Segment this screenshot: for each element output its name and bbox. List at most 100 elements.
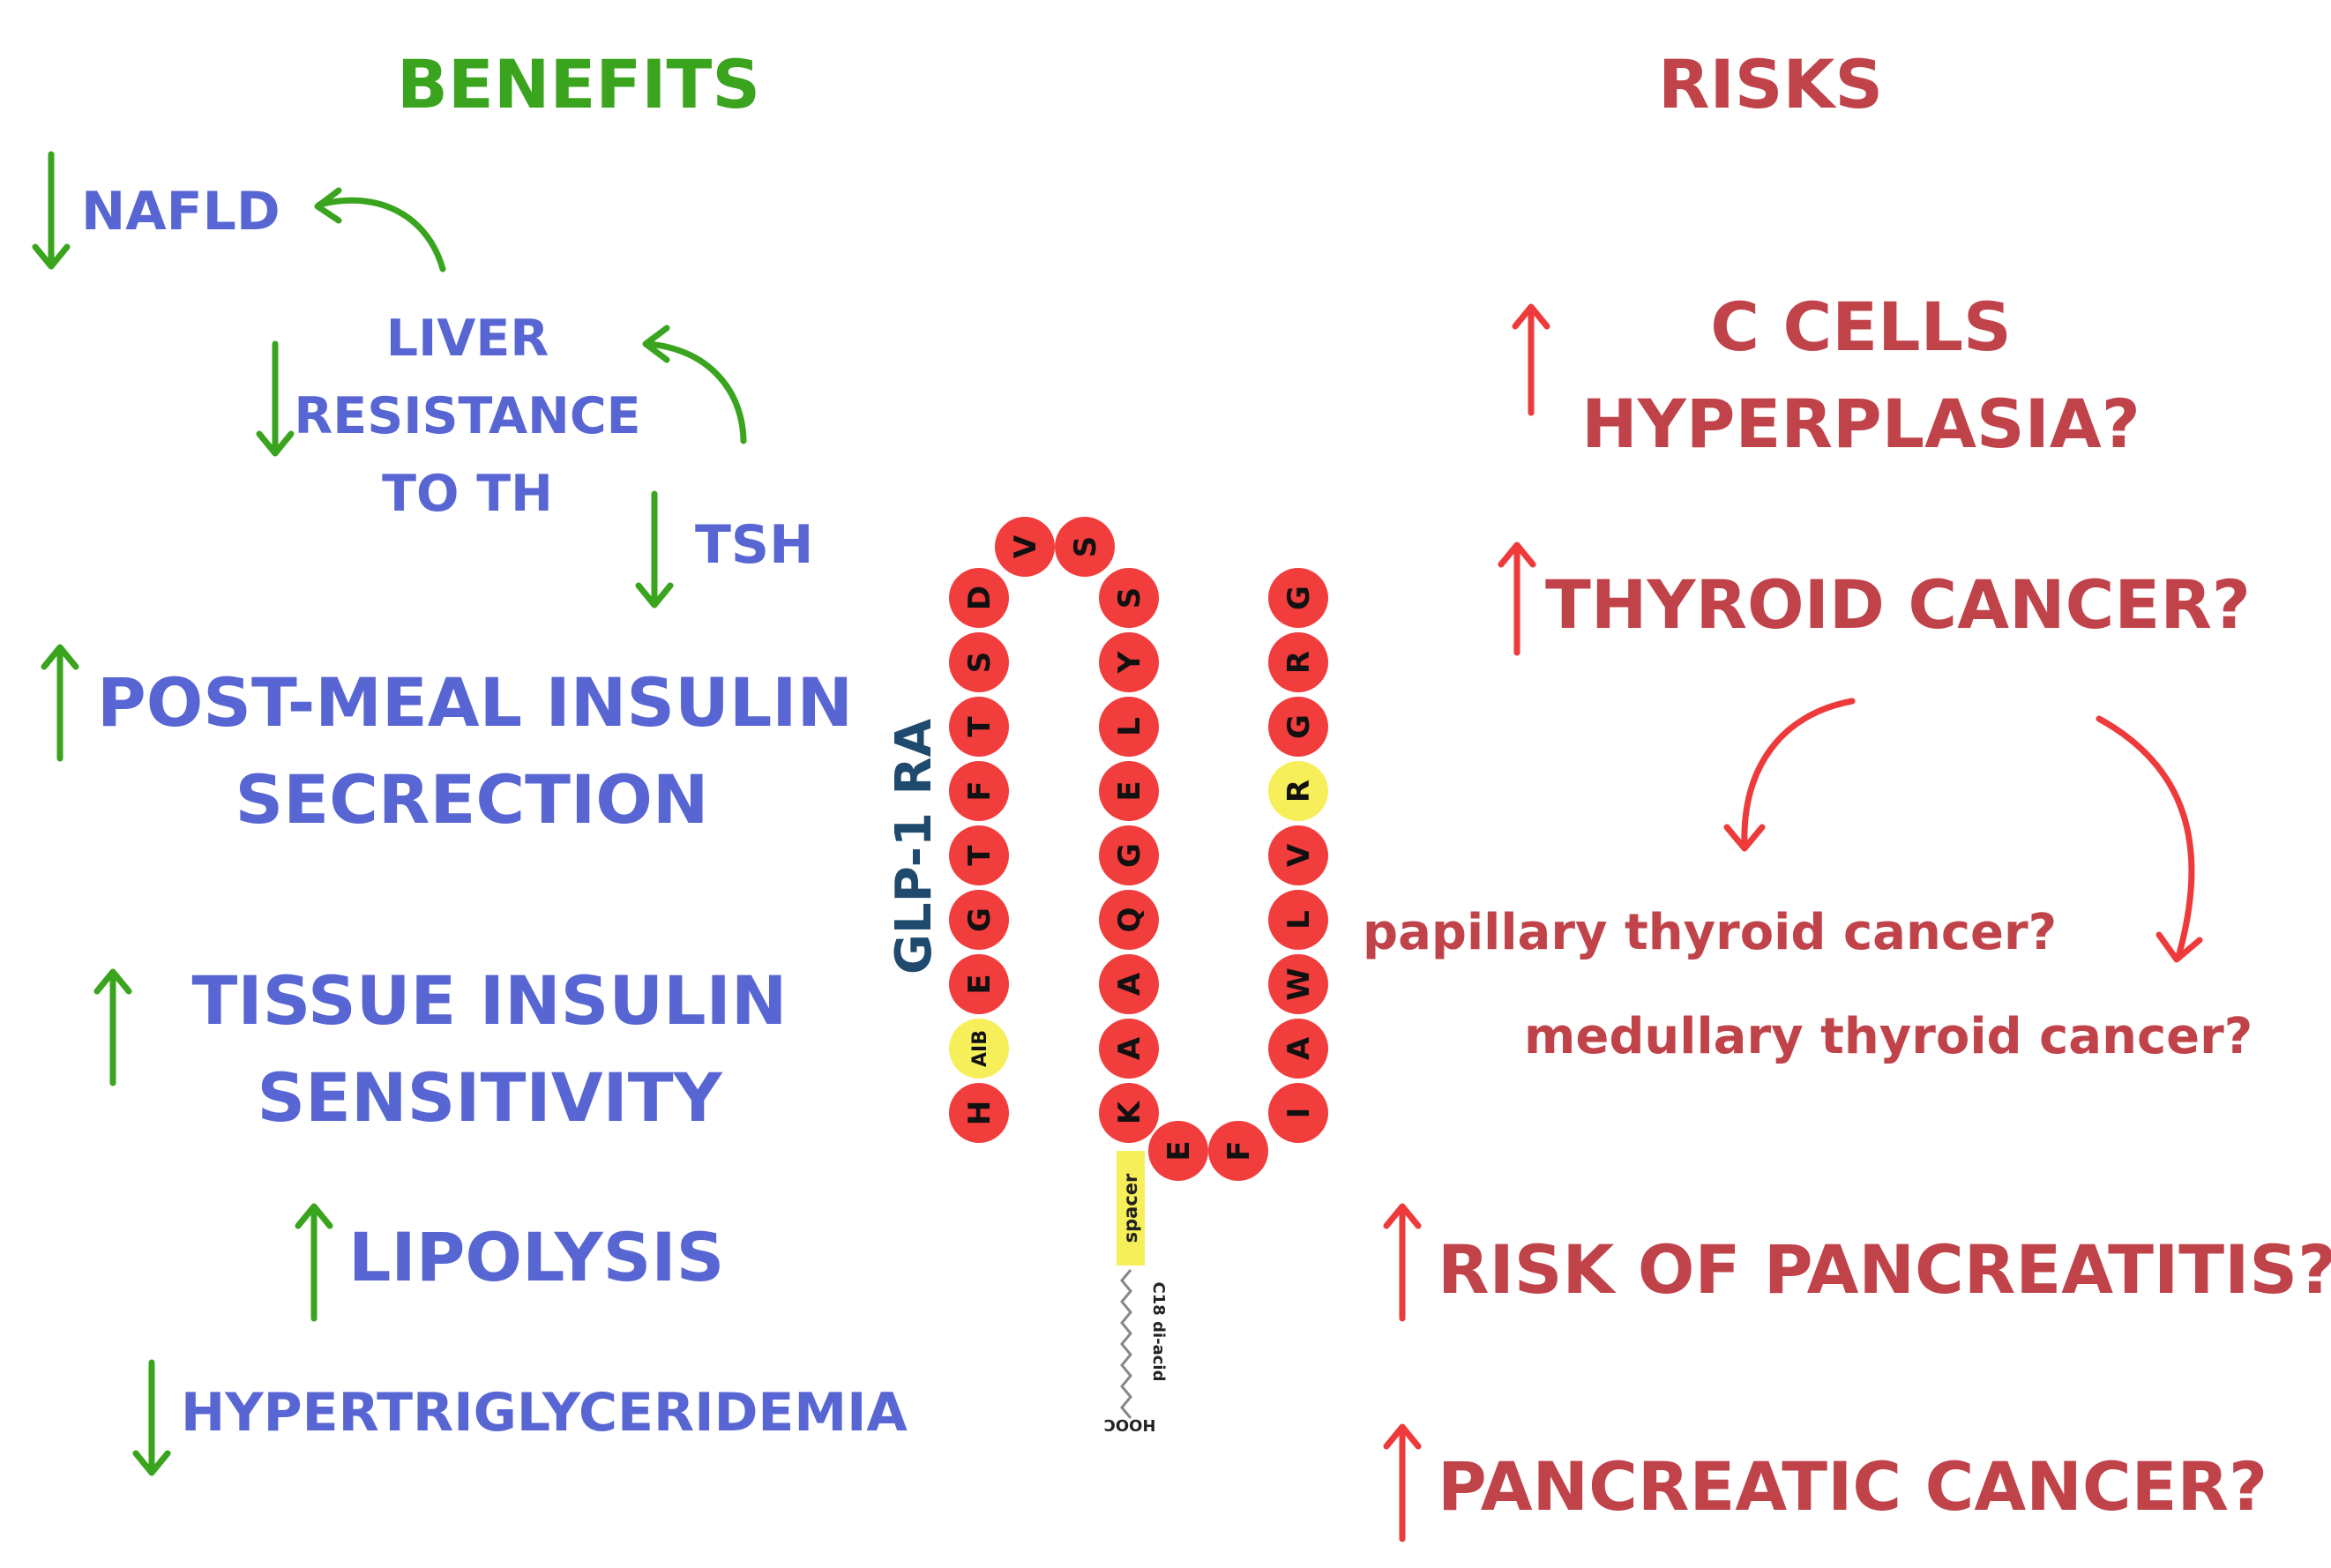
- residue-letter: L: [1112, 717, 1147, 736]
- residue-circle: [1055, 517, 1115, 577]
- residue-circle: [949, 1083, 1009, 1143]
- residue-col1-3: G: [949, 890, 1009, 950]
- residue-letter: G: [962, 907, 997, 932]
- residue-letter: V: [1008, 534, 1043, 558]
- curved-arrow-icon: [2096, 715, 2203, 963]
- residue-letter: W: [1281, 967, 1317, 1001]
- residue-col2-0: S: [1099, 568, 1159, 628]
- residue-col2-1: Y: [1099, 632, 1159, 692]
- residue-col2-4: G: [1099, 825, 1159, 885]
- nafld-label: NAFLD: [81, 181, 280, 243]
- residue-letter: V: [1281, 843, 1317, 867]
- residue-circle: [1099, 954, 1159, 1014]
- spacer-block: [1117, 1151, 1145, 1266]
- residue-circle: [1268, 568, 1328, 628]
- tsh-label: TSH: [695, 514, 814, 576]
- residue-letter: Q: [1112, 907, 1147, 933]
- lipolysis-label: LIPOLYSIS: [348, 1218, 725, 1296]
- residue-circle: [949, 568, 1009, 628]
- residue-letter: E: [962, 974, 997, 994]
- green-down-arrow-icon: [635, 490, 674, 609]
- medullary-label: medullary thyroid cancer?: [1524, 1008, 2253, 1065]
- spacer-group: spacer C18 di-acid HOOC: [1104, 1151, 1168, 1434]
- residue-letter: A: [1112, 1036, 1147, 1060]
- residue-letter: K: [1112, 1100, 1147, 1124]
- residue-col3-3: L: [1268, 890, 1328, 950]
- c-cells-line-2: HYPERPLASIA?: [1581, 385, 2140, 463]
- residue-circle: [1268, 954, 1328, 1014]
- curved-arrow-icon: [642, 325, 747, 444]
- residue-col1-7: S: [949, 632, 1009, 692]
- insulin-secretion-line-2: SECRECTION: [235, 760, 709, 839]
- liver-line-1: LIVER: [385, 310, 549, 368]
- liver-line-2: RESISTANCE: [294, 387, 641, 445]
- residue-col3-2: W: [1268, 954, 1328, 1014]
- thyroid-cancer-label: THYROID CANCER?: [1545, 565, 2251, 644]
- residue-col1-1: AIB: [949, 1019, 1009, 1079]
- residue-col1-2: E: [949, 954, 1009, 1014]
- residue-col2-6: A: [1099, 954, 1159, 1014]
- curved-arrow-icon: [314, 187, 446, 273]
- sensitivity-line-1: TISSUE INSULIN: [191, 961, 788, 1040]
- residue-col3-6: G: [1268, 697, 1328, 757]
- residue-col3-5: R: [1268, 761, 1328, 821]
- residue-letter: S: [962, 652, 997, 674]
- residue-letter: F: [1222, 1140, 1257, 1161]
- residue-circle: [1208, 1121, 1268, 1181]
- green-up-arrow-icon: [93, 968, 132, 1086]
- pancreatic-cancer-label: PANCREATIC CANCER?: [1438, 1447, 2268, 1526]
- red-up-arrow-icon: [1383, 1423, 1422, 1542]
- liver-resistance-label: LIVER RESISTANCE TO TH: [291, 300, 644, 533]
- residue-circle: [1099, 1019, 1159, 1079]
- tissue-sensitivity-label: TISSUE INSULIN SENSITIVITY: [190, 952, 789, 1146]
- residue-circle: [1099, 568, 1159, 628]
- residue-letter: G: [1112, 843, 1147, 868]
- residue-circle: [1148, 1121, 1208, 1181]
- papillary-label: papillary thyroid cancer?: [1363, 904, 2058, 961]
- risks-heading: RISKS: [1658, 45, 1884, 123]
- residue-letter: F: [962, 780, 997, 801]
- residue-letter: R: [1281, 780, 1317, 803]
- residue-col2-5: Q: [1099, 890, 1159, 950]
- residue-letter: S: [1112, 587, 1147, 609]
- red-up-arrow-icon: [1498, 541, 1536, 656]
- residue-circle: [1099, 697, 1159, 757]
- residue-circle: [949, 954, 1009, 1014]
- residue-circle: [1099, 632, 1159, 692]
- residue-circle: [949, 697, 1009, 757]
- residue-col3-8: G: [1268, 568, 1328, 628]
- hypertriglyceridemia-label: HYPERTRIGLYCERIDEMIA: [181, 1382, 908, 1444]
- residue-circle: [1099, 890, 1159, 950]
- fatty-acid-chain: [1120, 1269, 1132, 1419]
- residue-letter: Y: [1112, 651, 1147, 674]
- cooh-terminal: HOOC: [1104, 1415, 1156, 1434]
- green-down-arrow-icon: [32, 151, 71, 270]
- residue-letter: H: [962, 1101, 997, 1125]
- residue-col1-8: D: [949, 568, 1009, 628]
- insulin-secretion-line-1: POST-MEAL INSULIN: [97, 663, 854, 742]
- residue-col3-0: I: [1268, 1083, 1328, 1143]
- residue-circle: [1268, 632, 1328, 692]
- residue-circle: [1268, 1019, 1328, 1079]
- residue-col3-1: A: [1268, 1019, 1328, 1079]
- residue-col2-3: E: [1099, 761, 1159, 821]
- residue-bottom-1: F: [1208, 1121, 1268, 1181]
- green-up-arrow-icon: [41, 644, 79, 762]
- c-cells-line-1: C CELLS: [1710, 287, 2012, 366]
- spacer-label: spacer: [1120, 1173, 1141, 1243]
- residue-letter: D: [962, 586, 997, 610]
- residue-letter: E: [1162, 1140, 1197, 1161]
- molecule-label: GLP-1 RA: [885, 718, 943, 974]
- residue-col1-6: T: [949, 697, 1009, 757]
- fatty-acid-label: C18 di-acid: [1149, 1282, 1168, 1382]
- residue-letter: A: [1281, 1036, 1317, 1060]
- residue-circle: [1268, 761, 1328, 821]
- residue-col2-7: A: [1099, 1019, 1159, 1079]
- liver-line-3: TO TH: [382, 465, 553, 523]
- insulin-secretion-label: POST-MEAL INSULIN SECRECTION: [97, 654, 854, 848]
- residue-letter: I: [1281, 1108, 1317, 1119]
- residue-circle: [949, 632, 1009, 692]
- c-cells-hyperplasia-label: C CELLS HYPERPLASIA?: [1552, 279, 2170, 473]
- residue-top-1: S: [1055, 517, 1115, 577]
